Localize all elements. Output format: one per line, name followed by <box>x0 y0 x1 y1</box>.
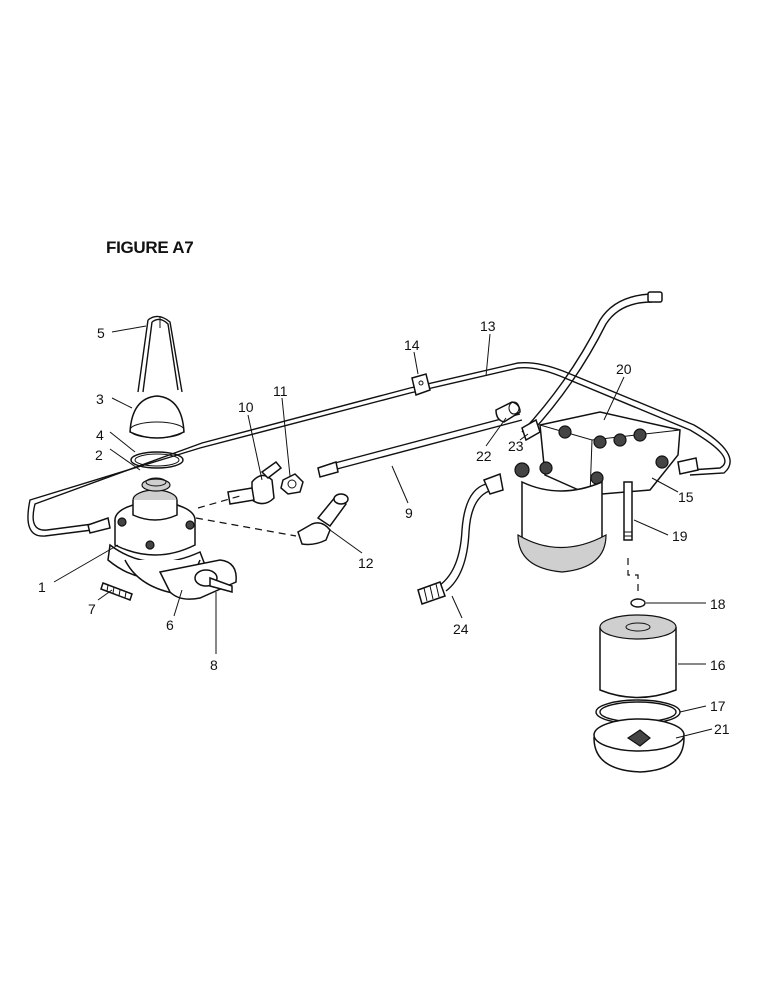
callout-16: 16 <box>710 657 726 673</box>
o-ring-18 <box>630 598 646 608</box>
gasket-4 <box>130 451 184 469</box>
filter-element-16 <box>599 614 677 699</box>
nut-11 <box>280 473 304 495</box>
banjo-union-10 <box>227 460 283 505</box>
callout-11: 11 <box>273 383 288 399</box>
head-outlet-union <box>677 457 699 475</box>
lift-pump-body <box>107 489 237 600</box>
callout-22: 22 <box>476 448 492 464</box>
callout-10: 10 <box>238 399 254 415</box>
callout-24: 24 <box>453 621 469 637</box>
stud-7 <box>100 582 133 601</box>
callout-1: 1 <box>38 579 46 595</box>
callout-5: 5 <box>97 325 105 341</box>
callout-labels: 1 2 3 4 5 6 7 8 9 10 11 12 13 14 15 16 1… <box>38 318 730 737</box>
assembly-line-b <box>195 517 297 537</box>
tube-19 <box>623 481 633 541</box>
callout-8: 8 <box>210 657 218 673</box>
callout-15: 15 <box>678 489 694 505</box>
pipe-clip-14 <box>411 373 431 396</box>
pump-inlet-union <box>87 517 111 534</box>
return-hose <box>521 291 663 435</box>
elbow-union-12 <box>297 493 349 546</box>
callout-7: 7 <box>88 601 96 617</box>
assembly-line-a <box>197 495 241 509</box>
callout-21: 21 <box>714 721 730 737</box>
callout-14: 14 <box>404 337 420 353</box>
sediment-bowl-3 <box>129 395 185 439</box>
assembly-line-c <box>627 558 639 594</box>
callout-19: 19 <box>672 528 688 544</box>
figure-title: FIGURE A7 <box>106 238 194 257</box>
retainer-clip-5 <box>137 315 183 393</box>
fuel-pipe-13 <box>27 361 731 537</box>
callout-9: 9 <box>405 505 413 521</box>
callout-6: 6 <box>166 617 174 633</box>
callout-18: 18 <box>710 596 726 612</box>
callout-4: 4 <box>96 427 104 443</box>
fuel-pipe-9 <box>317 413 523 478</box>
callout-3: 3 <box>96 391 104 407</box>
filter-bowl-21 <box>593 718 685 773</box>
filter-bowl-upper <box>517 480 607 573</box>
callout-23: 23 <box>508 438 524 454</box>
hose-24 <box>417 472 504 605</box>
callout-20: 20 <box>616 361 632 377</box>
strainer-2 <box>141 477 171 492</box>
leader-lines <box>53 325 713 739</box>
filter-head-15 <box>514 411 681 496</box>
callout-12: 12 <box>358 555 374 571</box>
callout-13: 13 <box>480 318 496 334</box>
callout-2: 2 <box>95 447 103 463</box>
sleeve-22 <box>495 401 521 423</box>
callout-17: 17 <box>710 698 726 714</box>
